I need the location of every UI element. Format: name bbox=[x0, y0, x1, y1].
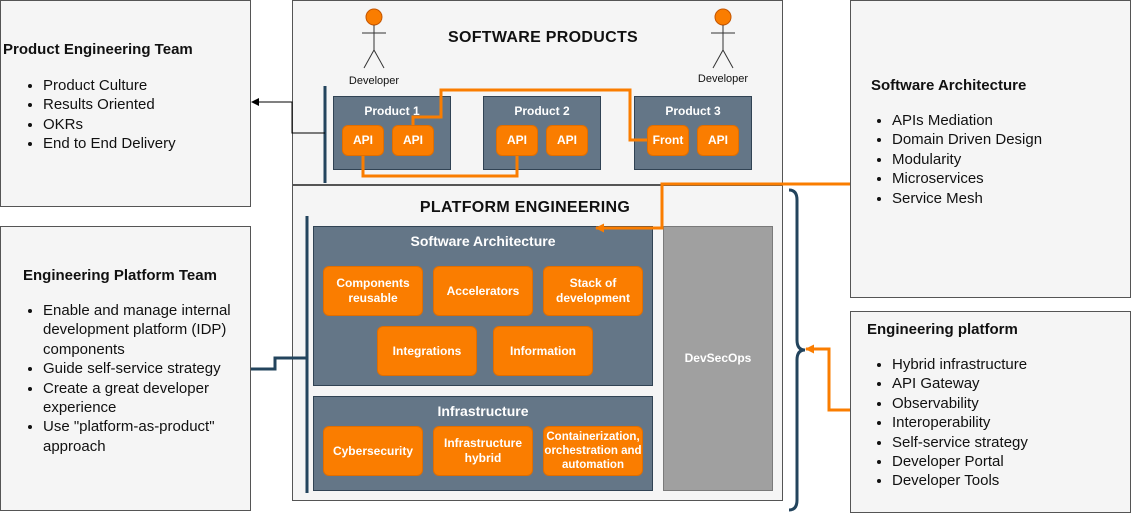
infrastructure-hybrid-block: Infrastructure hybrid bbox=[433, 426, 533, 476]
product-2-label: Product 2 bbox=[514, 104, 570, 118]
engineering-platform-team-list: Enable and manage internal development p… bbox=[23, 301, 265, 456]
list-item: Developer Tools bbox=[892, 471, 1131, 490]
list-item: End to End Delivery bbox=[43, 134, 263, 153]
product-3-front: Front bbox=[647, 125, 689, 156]
list-item: Interoperability bbox=[892, 413, 1131, 432]
list-item: Results Oriented bbox=[43, 95, 263, 114]
information-block: Information bbox=[493, 326, 593, 376]
list-item: Create a great developer experience bbox=[43, 379, 265, 418]
software-architecture-panel: Software Architecture APIs Mediation Dom… bbox=[850, 0, 1131, 298]
product-1-label: Product 1 bbox=[364, 104, 420, 118]
stack-of-development-block: Stack of development bbox=[543, 266, 643, 316]
list-item: Domain Driven Design bbox=[892, 130, 1131, 149]
components-reusable-block: Components reusable bbox=[323, 266, 423, 316]
software-architecture-box-title: Software Architecture bbox=[410, 233, 556, 249]
list-item: API Gateway bbox=[892, 374, 1131, 393]
list-item: Observability bbox=[892, 394, 1131, 413]
list-item: Service Mesh bbox=[892, 189, 1131, 208]
engineering-platform-list: Hybrid infrastructure API Gateway Observ… bbox=[872, 355, 1131, 491]
list-item: APIs Mediation bbox=[892, 111, 1131, 130]
product-2-api-1: API bbox=[496, 125, 538, 156]
product-engineering-team-panel: Product Engineering Team Product Culture… bbox=[0, 0, 251, 207]
engineering-platform-team-title: Engineering Platform Team bbox=[23, 267, 217, 284]
software-architecture-list: APIs Mediation Domain Driven Design Modu… bbox=[872, 111, 1131, 208]
product-engineering-team-list: Product Culture Results Oriented OKRs En… bbox=[23, 76, 263, 154]
list-item: Self-service strategy bbox=[892, 433, 1131, 452]
list-item: Hybrid infrastructure bbox=[892, 355, 1131, 374]
developer-label-left: Developer bbox=[348, 75, 400, 87]
product-1-api-2: API bbox=[392, 125, 434, 156]
containerization-block: Containerization, orchestration and auto… bbox=[543, 426, 643, 476]
list-item: OKRs bbox=[43, 115, 263, 134]
infrastructure-box-title: Infrastructure bbox=[437, 403, 529, 419]
list-item: Enable and manage internal development p… bbox=[43, 301, 265, 359]
cybersecurity-block: Cybersecurity bbox=[323, 426, 423, 476]
product-engineering-team-title: Product Engineering Team bbox=[3, 41, 193, 58]
list-item: Modularity bbox=[892, 150, 1131, 169]
developer-label-right: Developer bbox=[697, 73, 749, 85]
software-products-title: SOFTWARE PRODUCTS bbox=[448, 29, 638, 46]
engineering-platform-arrow bbox=[805, 344, 850, 412]
engineering-platform-title: Engineering platform bbox=[867, 321, 1018, 338]
product-2-api-2: API bbox=[546, 125, 588, 156]
list-item: Use "platform-as-product" approach bbox=[43, 417, 265, 456]
list-item: Microservices bbox=[892, 169, 1131, 188]
integrations-block: Integrations bbox=[377, 326, 477, 376]
software-architecture-title: Software Architecture bbox=[871, 77, 1027, 94]
engineering-platform-team-panel: Engineering Platform Team Enable and man… bbox=[0, 226, 251, 511]
product-3-label: Product 3 bbox=[665, 104, 721, 118]
product-1-api-1: API bbox=[342, 125, 384, 156]
list-item: Developer Portal bbox=[892, 452, 1131, 471]
list-item: Product Culture bbox=[43, 76, 263, 95]
devsecops-box bbox=[663, 226, 773, 491]
platform-engineering-title: PLATFORM ENGINEERING bbox=[419, 199, 631, 216]
devsecops-label: DevSecOps bbox=[684, 351, 752, 365]
engineering-platform-panel: Engineering platform Hybrid infrastructu… bbox=[850, 311, 1131, 513]
list-item: Guide self-service strategy bbox=[43, 359, 265, 378]
accelerators-block: Accelerators bbox=[433, 266, 533, 316]
platform-brace bbox=[788, 188, 806, 512]
product-3-api: API bbox=[697, 125, 739, 156]
